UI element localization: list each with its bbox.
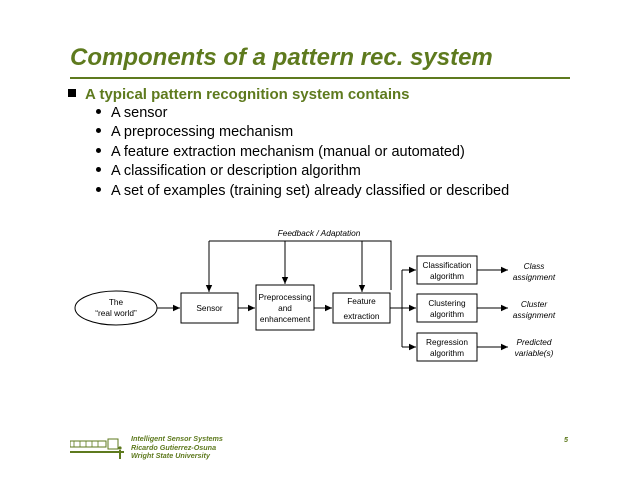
bullet-item: A classification or description algorith… xyxy=(96,163,509,182)
round-bullet-icon xyxy=(96,186,101,192)
feature-label-1: Feature xyxy=(347,296,376,306)
square-bullet-icon xyxy=(68,89,76,97)
footer-credits: Intelligent Sensor Systems Ricardo Gutie… xyxy=(131,434,223,461)
footer-course: Intelligent Sensor Systems xyxy=(131,434,223,443)
clustering-label-2: algorithm xyxy=(430,309,464,319)
feature-label-2: extraction xyxy=(344,311,380,321)
cluster-output-2: assignment xyxy=(513,310,556,320)
bullet-item: A preprocessing mechanism xyxy=(96,124,509,143)
preprocessing-label-2: and xyxy=(278,303,292,313)
round-bullet-icon xyxy=(96,167,101,173)
round-bullet-icon xyxy=(96,109,101,114)
classification-label-1: Classification xyxy=(423,260,472,270)
lead-text: A typical pattern recognition system con… xyxy=(85,86,410,103)
regression-label-1: Regression xyxy=(426,337,468,347)
page-number: 5 xyxy=(564,435,568,444)
clustering-label-1: Clustering xyxy=(428,298,466,308)
predicted-output-2: variable(s) xyxy=(515,348,554,358)
regression-box xyxy=(416,332,478,362)
slide-title: Components of a pattern rec. system xyxy=(70,44,493,71)
preprocessing-box xyxy=(255,284,315,331)
feedback-label: Feedback / Adaptation xyxy=(278,228,361,238)
clustering-box xyxy=(416,293,478,323)
class-output-2: assignment xyxy=(513,272,556,282)
bullet-text: A set of examples (training set) already… xyxy=(111,182,510,199)
class-output-1: Class xyxy=(524,261,545,271)
title-divider xyxy=(70,77,570,79)
feedback-line xyxy=(209,240,392,290)
university-logo xyxy=(70,438,124,459)
sensor-label: Sensor xyxy=(196,303,223,313)
real-world-label-1: The xyxy=(109,297,124,307)
regression-label-2: algorithm xyxy=(430,348,464,358)
cluster-output-1: Cluster xyxy=(521,299,549,309)
bullet-item: A set of examples (training set) already… xyxy=(96,183,509,202)
lead-bullet: A typical pattern recognition system con… xyxy=(68,86,410,103)
real-world-label-2: “real world” xyxy=(95,308,137,318)
bullet-item: A feature extraction mechanism (manual o… xyxy=(96,144,509,163)
preprocessing-label-1: Preprocessing xyxy=(258,292,311,302)
round-bullet-icon xyxy=(96,128,101,134)
bullet-text: A classification or description algorith… xyxy=(111,163,361,180)
round-bullet-icon xyxy=(96,147,101,153)
bullet-text: A sensor xyxy=(111,105,168,121)
classification-label-2: algorithm xyxy=(430,271,464,281)
bullet-list: A sensor A preprocessing mechanism A fea… xyxy=(96,105,509,202)
footer-university: Wright State University xyxy=(131,451,210,461)
preprocessing-label-3: enhancement xyxy=(260,314,311,324)
footer-author: Ricardo Gutierrez-Osuna xyxy=(131,442,217,452)
bullet-item: A sensor xyxy=(96,105,509,124)
bullet-text: A feature extraction mechanism (manual o… xyxy=(111,143,465,160)
bullet-text: A preprocessing mechanism xyxy=(111,124,294,141)
predicted-output-1: Predicted xyxy=(516,337,551,347)
